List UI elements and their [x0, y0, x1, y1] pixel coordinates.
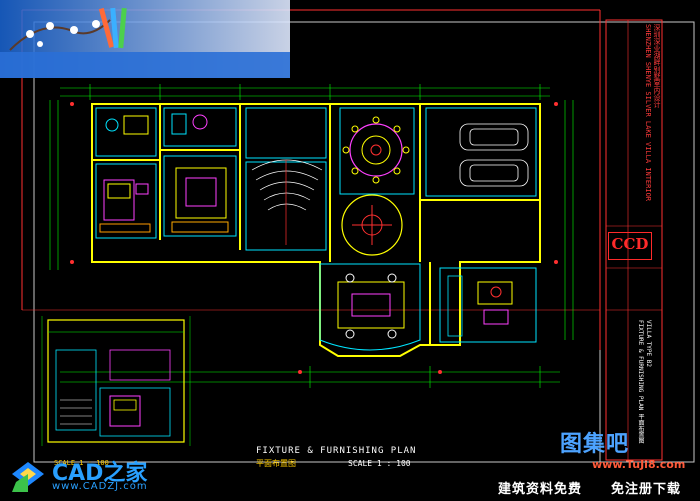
- tuji-watermark-banner: [0, 0, 290, 78]
- dimension-lines: [49, 84, 574, 388]
- company-logo: CCD: [608, 232, 652, 260]
- cad-logo-icon: [12, 462, 44, 492]
- blossom-icon: [9, 19, 111, 51]
- study-furniture: [447, 275, 513, 337]
- garage-cars: [459, 123, 529, 187]
- sheet-info: VILLA TYPE B2 FIXTURE & FURNISHING PLAN …: [636, 320, 652, 444]
- foyer-rotunda: [341, 194, 403, 256]
- project-line-cn: 深圳深业湖畔别墅室内设计: [653, 24, 661, 108]
- lounge-furniture: [171, 113, 229, 233]
- project-title: 深圳深业湖畔别墅室内设计 SHENZHEN SHENYE SILVER LAKE…: [631, 24, 661, 234]
- tuji-url: www.TuJi8.com: [592, 458, 686, 471]
- tuji-slogan-left: 建筑资料免费: [498, 482, 583, 497]
- living-room-furniture: [319, 263, 421, 351]
- annotation-tags: [70, 102, 558, 374]
- inner-walls: [95, 107, 537, 343]
- inset-floor-plan: [41, 316, 191, 446]
- cad-brand: CAD之家: [52, 461, 148, 486]
- dining-table: [342, 116, 410, 184]
- plan-title: FIXTURE & FURNISHING PLAN: [256, 446, 417, 456]
- cad-url: www.CADZJ.com: [52, 481, 148, 492]
- staircase: [251, 159, 323, 245]
- inset-scale: SCALE 1 : 100: [54, 459, 109, 467]
- pencils-icon: [98, 7, 127, 49]
- tuji-slogan-right: 免注册下载: [611, 482, 682, 497]
- plan-title-cn: 平面布置图: [256, 459, 296, 468]
- sheet-line-2: FIXTURE & FURNISHING PLAN 平面布置图: [637, 320, 644, 444]
- bedroom-furniture: [99, 115, 151, 233]
- wall-outline: [91, 103, 541, 357]
- project-line-en: SHENZHEN SHENYE SILVER LAKE VILLA INTERI…: [644, 24, 652, 202]
- sheet-line-1: VILLA TYPE B2: [645, 320, 652, 367]
- plan-scale: SCALE 1 : 100: [348, 459, 411, 468]
- tuji-brand: 图集吧: [560, 432, 630, 457]
